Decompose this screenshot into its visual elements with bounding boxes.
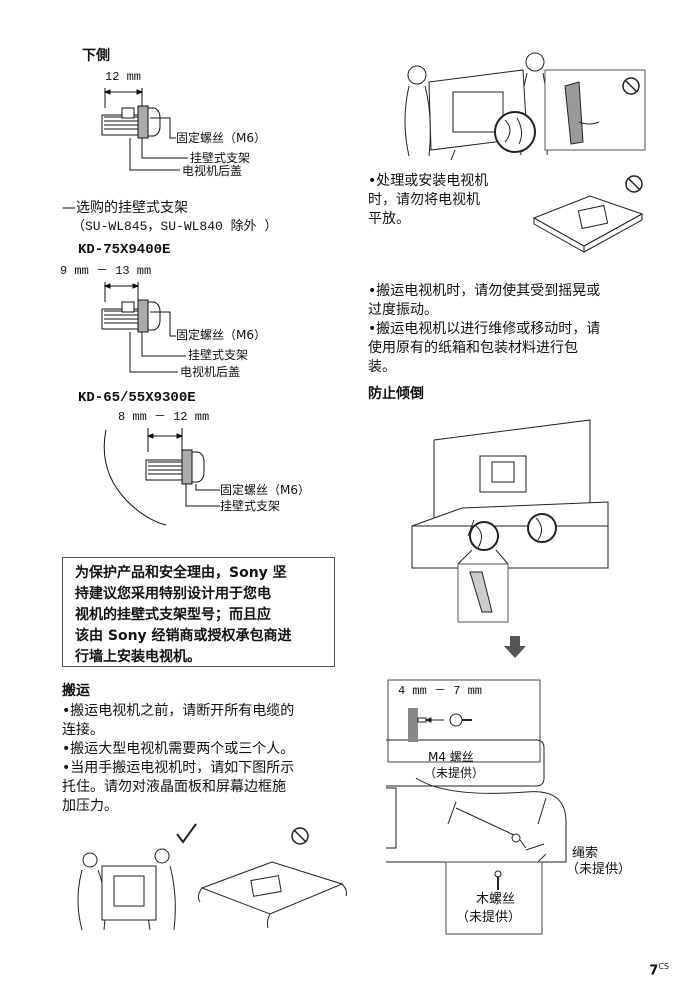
tv-rear-cover-label: 电视机后盖	[180, 365, 241, 379]
wood-screw-label: 木螺丝	[476, 892, 516, 907]
bracket-figure-2: 9 mm － 13 mm 固定螺丝（M6） 挂壁式支架 电视机后盖	[60, 264, 330, 386]
instruction-line: 装。	[368, 359, 396, 375]
anti-tip-detail: 4 mm － 7 mm M4 螺丝 （未提供） 绳索 （未提供） 木螺丝 （未提…	[386, 678, 666, 943]
notice-line: 视机的挂壁式支架型号；而且应	[75, 607, 271, 623]
m4-screw-label: M4 螺丝	[428, 750, 474, 764]
two-person-carry-illustration	[404, 52, 646, 161]
wall-bracket-label: 挂壁式支架	[220, 499, 281, 513]
instruction-line: 托住。请勿对液晶面板和屏幕边框施	[62, 779, 286, 795]
safety-notice-box: 为保护产品和安全理由，Sony 坚 持建议您采用特别设计用于您电 视机的挂壁式支…	[62, 557, 335, 667]
instruction-line: 过度振动。	[368, 302, 438, 318]
cord-note: （未提供）	[566, 862, 632, 877]
wall-bracket-label: 挂壁式支架	[190, 151, 251, 165]
bracket-figure-3: 8 mm － 12 mm 固定螺丝（M6） 挂壁式支架	[96, 410, 336, 530]
anti-tip-diagram	[386, 679, 567, 935]
notice-line: 持建议您采用特别设计用于您电	[75, 586, 271, 602]
instruction-line: •当用手搬运电视机时，请如下图所示	[62, 760, 295, 776]
bracket-diagram-1	[101, 88, 188, 171]
instruction-line: •搬运电视机之前，请断开所有电缆的	[62, 703, 295, 719]
optional-bracket-note: （SU-WL845，SU-WL840 除外 ）	[72, 219, 278, 234]
dimension-label: 12 mm	[105, 70, 142, 84]
instruction-line: •搬运大型电视机需要两个或三个人。	[62, 741, 295, 757]
bracket-diagram-3	[103, 428, 220, 526]
wood-screw-note: （未提供）	[456, 910, 522, 925]
instruction-line: 时，请勿将电视机	[368, 192, 480, 208]
wall-bracket-label: 挂壁式支架	[188, 348, 249, 362]
fixing-screw-label: 固定螺丝（M6）	[176, 131, 266, 145]
instruction-line: •搬运电视机以进行维修或移动时，请	[368, 321, 601, 337]
carrying-heading: 搬运	[62, 683, 90, 699]
page-number-value: 7	[649, 963, 659, 979]
instruction-line: 使用原有的纸箱和包装材料进行包	[368, 340, 578, 356]
tv-stand-illustration	[411, 419, 609, 658]
cord-label: 绳索	[572, 846, 599, 861]
instruction-line: 连接。	[62, 722, 104, 738]
bracket-diagram-2	[101, 282, 186, 373]
dimension-label: 8 mm － 12 mm	[118, 410, 210, 424]
carrying-illustration	[77, 823, 347, 931]
tv-lying-flat-illustration	[532, 175, 644, 253]
do-not-lay-flat-note: •处理或安装电视机 时，请勿将电视机 平放。	[368, 172, 518, 229]
instruction-line: 平放。	[368, 211, 410, 227]
notice-line: 行墙上安装电视机。	[75, 649, 201, 665]
dimension-label: 9 mm － 13 mm	[60, 264, 152, 278]
instruction-line: 加压力。	[62, 798, 118, 814]
tv-rear-cover-label: 电视机后盖	[182, 164, 243, 178]
page-language-suffix: CS	[658, 962, 669, 971]
prevent-tipping-heading: 防止倾倒	[368, 386, 424, 402]
model-kd75x9400e: KD-75X9400E	[78, 242, 171, 258]
model-kd65-55x9300e: KD-65/55X9300E	[78, 390, 196, 406]
instruction-line: •搬运电视机时，请勿使其受到摇晃或	[368, 283, 601, 299]
notice-line: 为保护产品和安全理由，Sony 坚	[75, 565, 287, 581]
bracket-figure-1: 12 mm 固定螺丝（M6） 挂壁式支架 电视机后盖	[90, 70, 340, 190]
m4-screw-note: （未提供）	[424, 766, 485, 780]
notice-line: 该由 Sony 经销商或授权承包商进	[75, 628, 292, 644]
optional-bracket-heading: —选购的挂壁式支架	[62, 200, 188, 216]
fixing-screw-label: 固定螺丝（M6）	[220, 483, 310, 497]
vibration-note: •搬运电视机时，请勿使其受到摇晃或 过度振动。 •搬运电视机以进行维修或移动时，…	[368, 282, 668, 377]
page-number: 7CS	[649, 962, 669, 978]
lower-side-heading: 下側	[82, 48, 110, 64]
carrying-instructions: •搬运电视机之前，请断开所有电缆的 连接。 •搬运大型电视机需要两个或三个人。 …	[62, 702, 352, 816]
dimension-label: 4 mm － 7 mm	[398, 684, 483, 698]
fixing-screw-label: 固定螺丝（M6）	[176, 328, 266, 342]
instruction-line: •处理或安装电视机	[368, 173, 489, 189]
